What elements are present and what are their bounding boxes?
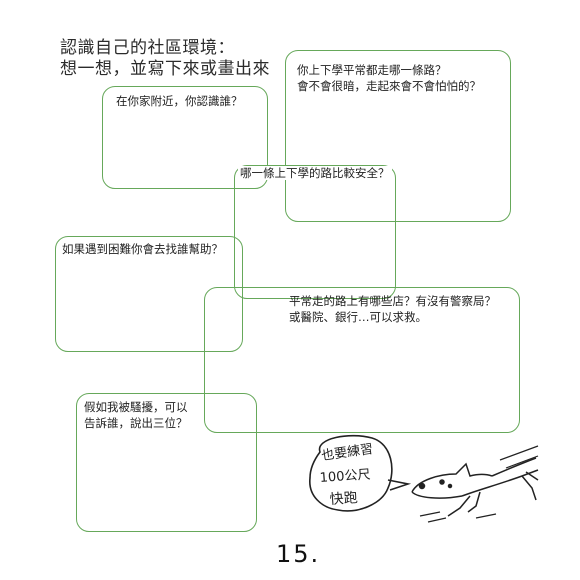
box-shops[interactable]	[204, 287, 520, 433]
prompt-shops-line-1: 平常走的路上有哪些店？有沒有警察局？	[289, 294, 496, 308]
handwriting-line-1: 也要練習	[320, 442, 374, 464]
box-safe-route[interactable]	[234, 165, 396, 299]
prompt-safe-route: 哪一條上下學的路比較安全？	[238, 165, 392, 181]
speech-bubble	[309, 434, 393, 512]
box-help[interactable]	[55, 236, 243, 352]
box-harassed[interactable]	[76, 393, 257, 532]
speech-bubble-tail	[387, 479, 412, 491]
prompt-help: 如果遇到困難你會去找誰幫助？	[62, 241, 223, 257]
prompt-route: 你上下學平常都走哪一條路？ 會不會很暗，走起來會不會怕怕的？	[297, 62, 481, 94]
page-title: 認識自己的社區環境： 想一想，並寫下來或畫出來	[60, 38, 270, 80]
handwriting-line-3: 快跑	[329, 490, 358, 508]
title-line-2: 想一想，並寫下來或畫出來	[60, 59, 270, 79]
handwriting-line-2: 100公尺	[319, 467, 371, 486]
dog-head	[411, 462, 493, 499]
prompt-neighbors-line-1: 在你家附近，你認識誰？	[116, 94, 243, 108]
motion-lines	[419, 445, 539, 523]
prompt-harassed-line-1: 假如我被騷擾，可以	[84, 400, 188, 414]
dog-body	[447, 457, 539, 517]
prompt-neighbors: 在你家附近，你認識誰？	[116, 93, 243, 109]
prompt-route-line-1: 你上下學平常都走哪一條路？	[297, 63, 447, 77]
prompt-route-line-2: 會不會很暗，走起來會不會怕怕的？	[297, 79, 481, 93]
box-neighbors[interactable]	[102, 86, 268, 189]
page-number: 15.	[276, 540, 321, 568]
prompt-harassed: 假如我被騷擾，可以 告訴誰，說出三位？	[84, 399, 188, 431]
prompt-help-line-1: 如果遇到困難你會去找誰幫助？	[62, 242, 223, 256]
prompt-shops-line-2: 或醫院、銀行…可以求救。	[289, 310, 427, 324]
prompt-shops: 平常走的路上有哪些店？有沒有警察局？ 或醫院、銀行…可以求救。	[289, 293, 496, 325]
title-line-1: 認識自己的社區環境：	[60, 38, 235, 58]
prompt-safe-route-line-1: 哪一條上下學的路比較安全？	[238, 166, 392, 180]
box-route[interactable]	[285, 50, 511, 222]
running-dog-illustration: 也要練習 100公尺 快跑	[309, 434, 539, 523]
prompt-harassed-line-2: 告訴誰，說出三位？	[84, 416, 188, 430]
